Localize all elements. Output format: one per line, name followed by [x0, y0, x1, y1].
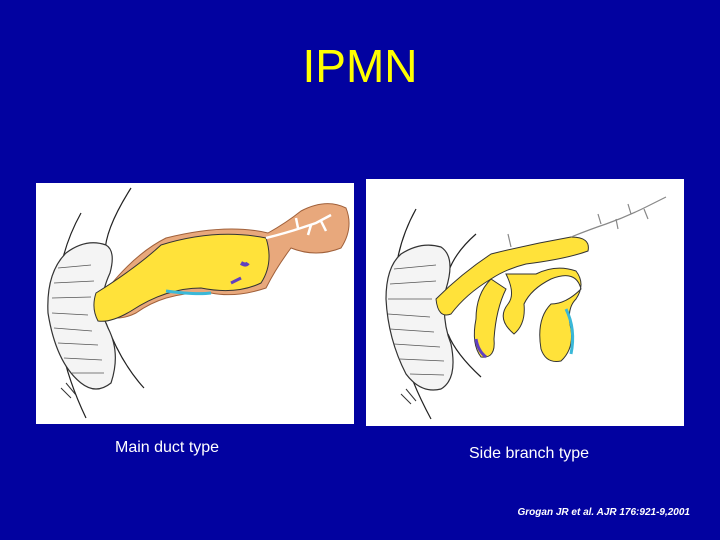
main-duct-caption: Main duct type: [115, 439, 220, 456]
pancreas-main-duct-icon: [47, 187, 350, 419]
citation: Grogan JR et al. AJR 176:921-9,2001: [517, 507, 691, 518]
pancreas-side-branch-icon: [385, 196, 667, 420]
main-duct-illustration: [36, 183, 354, 424]
side-branch-caption: Side branch type: [469, 445, 590, 462]
slide-title: IPMN: [302, 40, 418, 92]
side-branch-illustration: [366, 179, 684, 426]
